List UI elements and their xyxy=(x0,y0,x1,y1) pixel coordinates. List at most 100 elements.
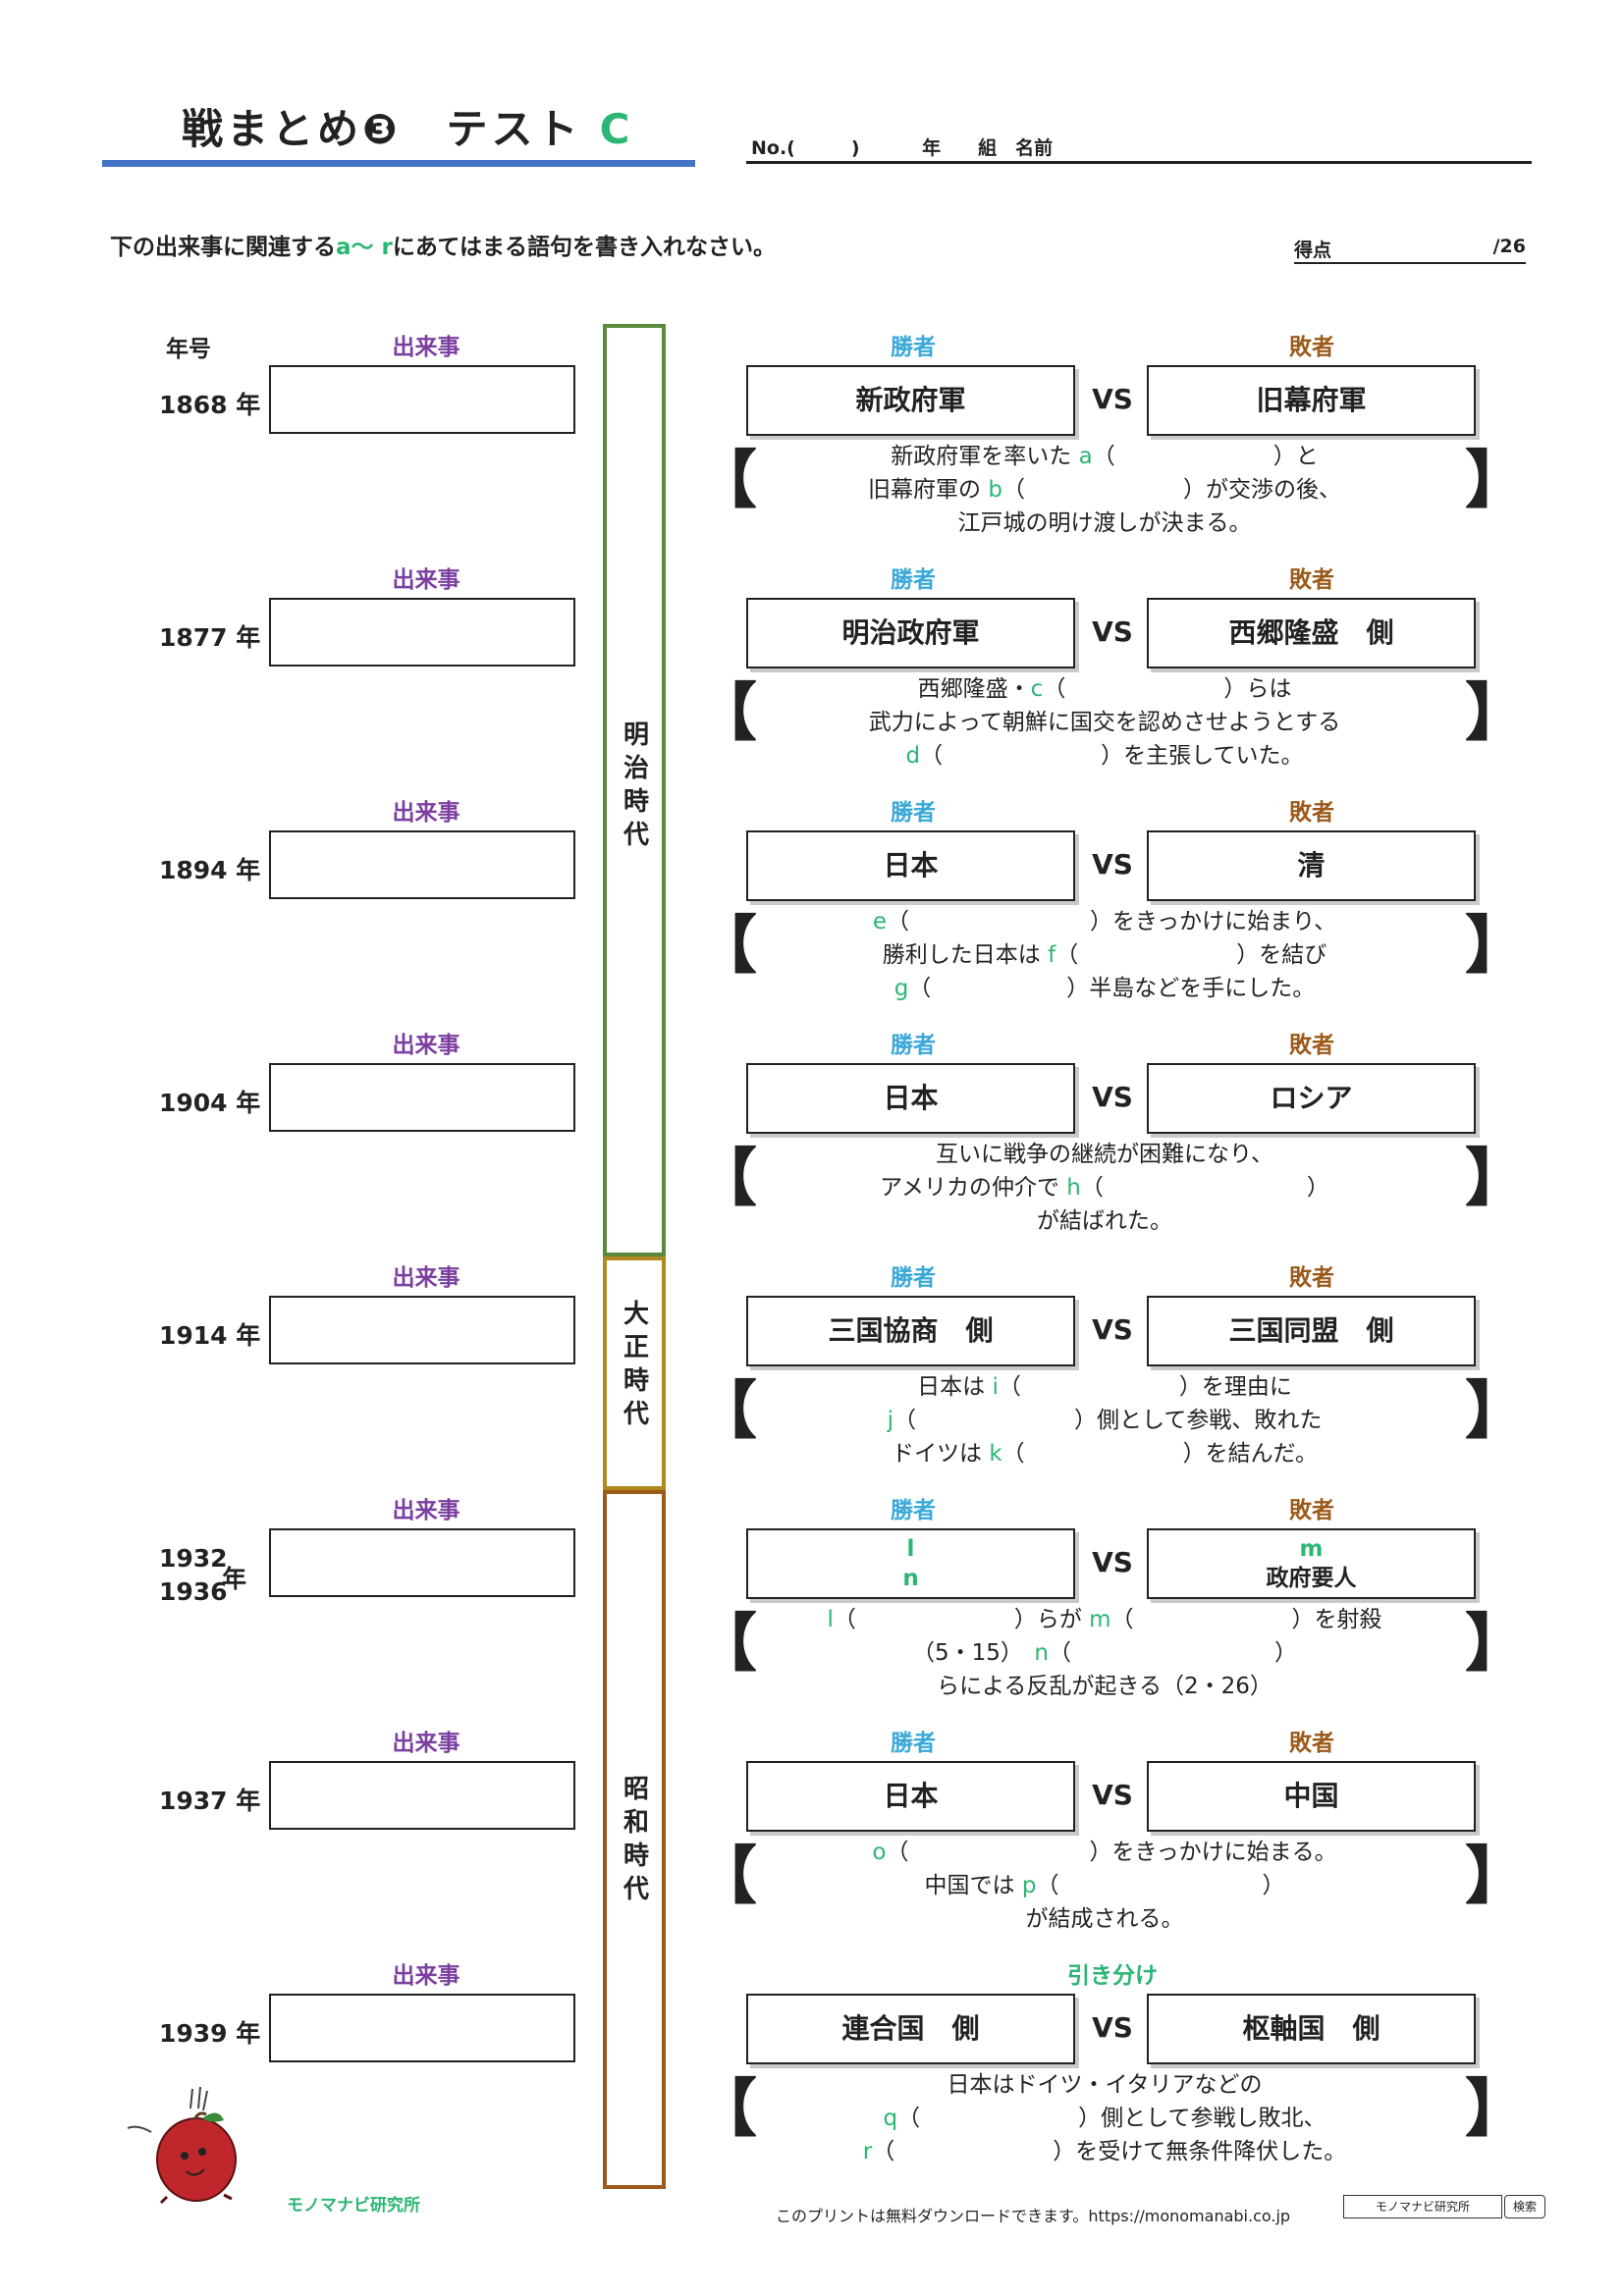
left-bracket: 【 xyxy=(694,1608,757,1681)
description-text: （ ）をきっかけに始まる。 xyxy=(886,1840,1337,1865)
winner-header: 勝者 xyxy=(891,1731,936,1756)
description-text: が結成される。 xyxy=(1025,1906,1184,1932)
description-text: らによる反乱が起きる（2・26） xyxy=(937,1674,1272,1699)
winner-header: 勝者 xyxy=(891,1265,936,1291)
year-label: 1937 年 xyxy=(159,1787,261,1815)
description-text: （ ）側として参戦し敗北、 xyxy=(897,2106,1326,2131)
side-label: 清 xyxy=(1297,849,1326,881)
description-text: 武力によって朝鮮に国交を認めさせようとする xyxy=(868,710,1341,735)
description-text: （ ）をきっかけに始まり、 xyxy=(886,909,1337,934)
side-label: 西郷隆盛 側 xyxy=(1228,616,1394,649)
side-label: m xyxy=(1299,1536,1324,1562)
event-answer-box[interactable] xyxy=(269,598,575,667)
search-input[interactable]: モノマナビ研究所 xyxy=(1343,2195,1502,2218)
right-bracket: 】 xyxy=(1465,1143,1528,1215)
event-header: 出来事 xyxy=(392,1963,460,1989)
event-header: 出来事 xyxy=(392,800,460,826)
description-text: 日本はドイツ・イタリアなどの xyxy=(947,2072,1263,2098)
loser-header: 敗者 xyxy=(1289,1498,1334,1523)
loser-box: 清 xyxy=(1147,830,1476,901)
description-text: （ ）半島などを手にした。 xyxy=(908,976,1316,1001)
event-answer-box[interactable] xyxy=(269,1296,575,1364)
description-text: （ ）を結び xyxy=(1056,942,1327,968)
answer-blank-letter: g xyxy=(893,976,909,1001)
side-label: 三国同盟 側 xyxy=(1228,1314,1394,1347)
winner-header: 勝者 xyxy=(891,800,936,826)
description-text: （ ）を射殺 xyxy=(1110,1607,1382,1632)
loser-header: 敗者 xyxy=(1289,800,1334,826)
score-field[interactable]: 得点/26 xyxy=(1294,236,1526,264)
winner-box: 連合国 側 xyxy=(746,1994,1075,2064)
description-text: （ ）と xyxy=(1092,444,1319,469)
left-bracket: 【 xyxy=(694,1143,757,1215)
event-answer-box[interactable] xyxy=(269,1761,575,1830)
left-bracket: 【 xyxy=(694,677,757,750)
vs-label: VS xyxy=(1092,1546,1133,1578)
description-text: （ ）を結んだ。 xyxy=(1001,1441,1318,1467)
left-bracket: 【 xyxy=(694,1841,757,1913)
winner-box: 日本 xyxy=(746,1761,1075,1832)
right-bracket: 】 xyxy=(1465,445,1528,517)
year-label: 1894 年 xyxy=(159,856,261,884)
instruction: 下の出来事に関連するa〜 rにあてはまる語句を書き入れなさい。 xyxy=(110,235,776,260)
year-label: 1939 年 xyxy=(159,2019,261,2048)
description-text: （ ） xyxy=(1036,1873,1285,1898)
answer-blank-letter: k xyxy=(989,1441,1002,1467)
year-column-header: 年号 xyxy=(166,337,211,362)
description-text: 勝利した日本は xyxy=(882,942,1049,968)
side-label: 連合国 側 xyxy=(841,2012,980,2045)
right-bracket: 】 xyxy=(1465,1841,1528,1913)
event-description: l（ ）らが m（ ）を射殺（5・15） n（ ）らによる反乱が起きる（2・26… xyxy=(727,1603,1483,1703)
answer-blank-letter: q xyxy=(883,2106,898,2131)
vs-label: VS xyxy=(1092,848,1133,881)
right-bracket: 】 xyxy=(1465,677,1528,750)
side-label: n xyxy=(902,1566,919,1591)
description-text: （ ）を受けて無条件降伏した。 xyxy=(872,2139,1347,2164)
side-label: l xyxy=(906,1536,915,1562)
vs-label: VS xyxy=(1092,2011,1133,2044)
description-text: 新政府軍を率いた xyxy=(891,444,1079,469)
vs-label: VS xyxy=(1092,1313,1133,1346)
winner-header: 勝者 xyxy=(891,335,936,360)
left-bracket: 【 xyxy=(694,445,757,517)
era-taisho: 大正時代 xyxy=(603,1256,666,1490)
description-text: 江戸城の明け渡しが決まる。 xyxy=(957,510,1252,536)
loser-header: 敗者 xyxy=(1289,1265,1334,1291)
loser-box: 旧幕府軍 xyxy=(1147,365,1476,436)
year-label: 1877 年 xyxy=(159,623,261,652)
event-header: 出来事 xyxy=(392,1265,460,1291)
description-text: 西郷隆盛・ xyxy=(917,676,1031,702)
side-label: 枢軸国 側 xyxy=(1242,2012,1380,2045)
description-text: （ ）を主張していた。 xyxy=(920,743,1304,769)
left-bracket: 【 xyxy=(694,910,757,983)
event-answer-box[interactable] xyxy=(269,830,575,899)
description-text: ドイツは xyxy=(892,1441,990,1467)
year-label: 1904 年 xyxy=(159,1089,261,1117)
loser-box: 枢軸国 側 xyxy=(1147,1994,1476,2064)
event-answer-box[interactable] xyxy=(269,1528,575,1597)
answer-blank-letter: c xyxy=(1030,676,1044,702)
side-label: 三国協商 側 xyxy=(828,1314,994,1347)
answer-blank-letter: l xyxy=(827,1607,834,1632)
event-description: 互いに戦争の継続が困難になり、アメリカの仲介で h（ ）が結ばれた。 xyxy=(727,1138,1483,1238)
side-label: 日本 xyxy=(883,1082,939,1114)
search-button[interactable]: 検索 xyxy=(1504,2195,1545,2218)
draw-header: 引き分け xyxy=(1067,1963,1158,1989)
description-text: （ ）が交渉の後、 xyxy=(1001,477,1341,503)
event-answer-box[interactable] xyxy=(269,365,575,434)
side-label: 明治政府軍 xyxy=(841,616,980,649)
side-label: 日本 xyxy=(883,1780,939,1812)
event-answer-box[interactable] xyxy=(269,1063,575,1132)
loser-box: ロシア xyxy=(1147,1063,1476,1134)
loser-box: 西郷隆盛 側 xyxy=(1147,598,1476,668)
side-label: 中国 xyxy=(1283,1780,1339,1812)
loser-header: 敗者 xyxy=(1289,335,1334,360)
vs-label: VS xyxy=(1092,1081,1133,1113)
loser-header: 敗者 xyxy=(1289,1033,1334,1058)
winner-box: 新政府軍 xyxy=(746,365,1075,436)
event-answer-box[interactable] xyxy=(269,1994,575,2062)
winner-header: 勝者 xyxy=(891,1498,936,1523)
